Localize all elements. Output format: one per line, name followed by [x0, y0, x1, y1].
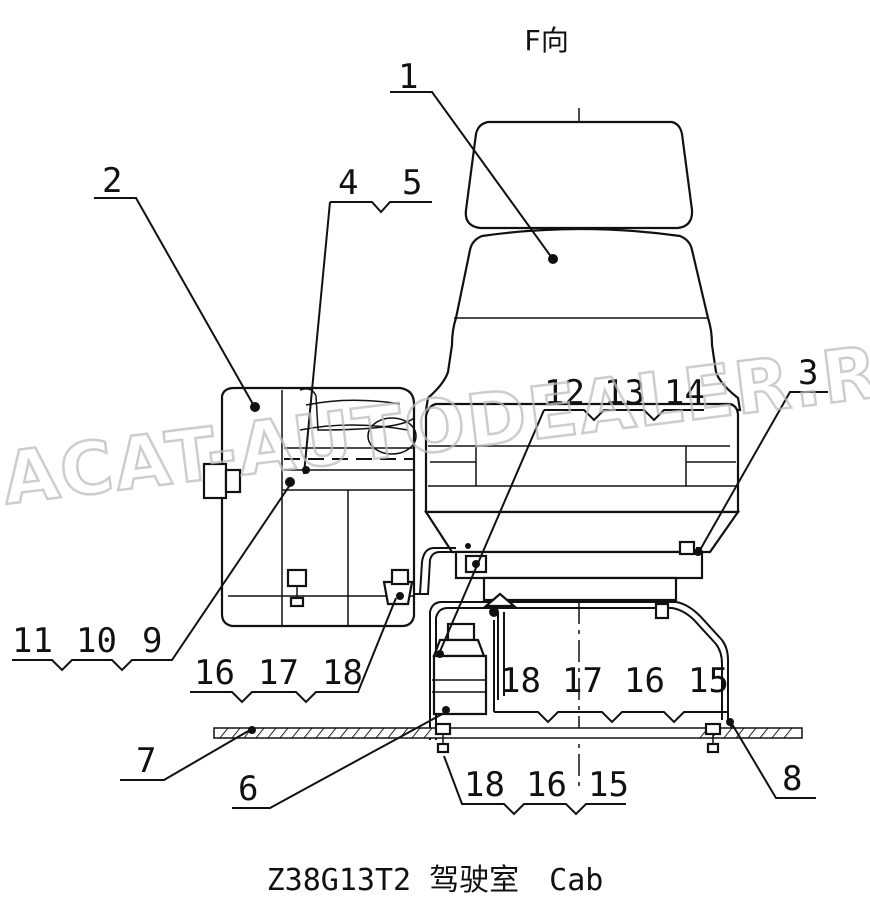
callout-4: 4 — [338, 163, 358, 203]
view-label: F向 — [524, 24, 569, 57]
seat-headrest — [464, 120, 694, 230]
callout-18-left: 18 — [322, 653, 363, 693]
cable-routing — [414, 551, 456, 595]
callout-13: 13 — [604, 373, 645, 413]
leader-lines — [12, 91, 828, 816]
cab-floor-plate — [213, 727, 803, 739]
seat-suspension — [423, 510, 741, 554]
seat — [423, 120, 742, 602]
callout-15-right: 15 — [688, 661, 729, 701]
canister — [432, 622, 488, 716]
seat-slide-rail — [482, 576, 678, 602]
callout-18-bottom: 18 — [464, 765, 505, 805]
callout-7: 7 — [136, 741, 156, 781]
callout-15-bottom: 15 — [588, 765, 629, 805]
callout-16-bottom: 16 — [526, 765, 567, 805]
callout-2: 2 — [102, 161, 122, 201]
callout-12: 12 — [544, 373, 585, 413]
control-box — [202, 386, 417, 628]
callout-14: 14 — [664, 373, 705, 413]
callout-1: 1 — [398, 57, 418, 97]
rear-pipe — [429, 601, 733, 740]
callout-11: 11 — [12, 621, 53, 661]
seat-base-plate — [454, 550, 704, 580]
callout-9: 9 — [142, 621, 162, 661]
floor-hatch — [219, 727, 793, 739]
callout-8: 8 — [782, 759, 802, 799]
callout-17-right: 17 — [562, 661, 603, 701]
callout-18-right: 18 — [500, 661, 541, 701]
callout-6: 6 — [238, 769, 258, 809]
caption: Z38G13T2 驾驶室 Cab — [267, 863, 604, 898]
callout-3: 3 — [798, 353, 818, 393]
box-bracket-left — [286, 568, 308, 588]
callout-16-left: 16 — [194, 653, 235, 693]
callout-5: 5 — [402, 163, 422, 203]
seat-backrest — [424, 227, 742, 412]
callout-10: 10 — [76, 621, 117, 661]
callout-16-right: 16 — [624, 661, 665, 701]
callout-17-left: 17 — [258, 653, 299, 693]
